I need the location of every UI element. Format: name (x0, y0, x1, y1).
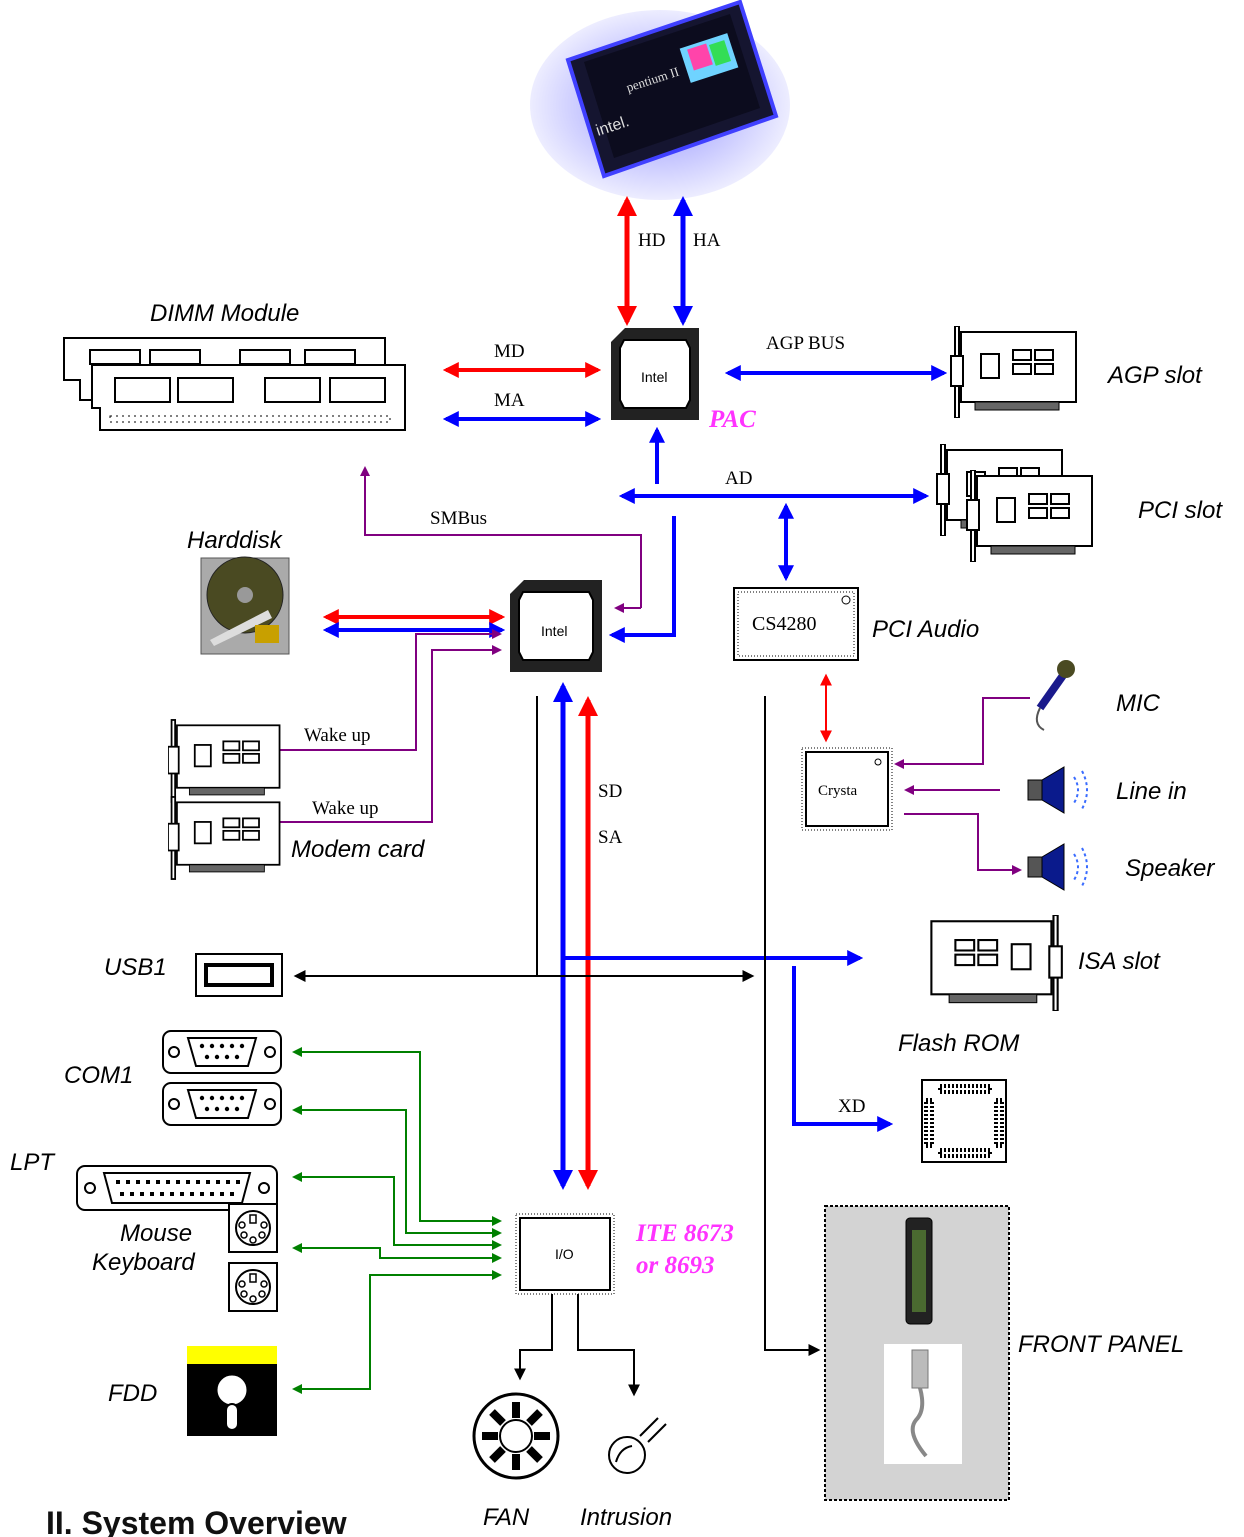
pac-chip-text: Intel (641, 369, 667, 385)
mouse-label: Mouse (120, 1220, 192, 1247)
dimm-module (63, 337, 406, 431)
lpt-label: LPT (10, 1149, 56, 1176)
mouse-ps2-port (228, 1203, 278, 1253)
wake-up-label-2: Wake up (312, 798, 379, 819)
pci-card-front (966, 470, 1094, 562)
ma-bus-label: MA (494, 390, 525, 411)
cpu-pentium-ii: pentium II intel. (530, 0, 790, 200)
pci-audio-chip: CS4280 (733, 587, 859, 661)
io-label-line2: or 8693 (636, 1252, 714, 1279)
com1-port-b (162, 1082, 282, 1126)
smbus-label: SMBus (430, 508, 487, 529)
io-chip-text: I/O (555, 1246, 574, 1262)
intrusion-label: Intrusion (580, 1504, 672, 1531)
usb1-label: USB1 (104, 954, 167, 981)
ad-bus-label: AD (725, 468, 752, 489)
keyboard-label: Keyboard (92, 1249, 195, 1276)
pci-slot-label: PCI slot (1138, 497, 1223, 524)
mic-label: MIC (1116, 690, 1161, 717)
usb1-port (195, 953, 283, 997)
pci-audio-chip-text: CS4280 (752, 613, 816, 635)
fan-label: FAN (483, 1504, 530, 1531)
harddisk-label: Harddisk (187, 527, 284, 554)
pci-audio-label: PCI Audio (872, 616, 979, 643)
pac-chip: Intel (611, 328, 699, 420)
south-bridge-chip: Intel (510, 580, 602, 672)
isa-slot-label: ISA slot (1078, 948, 1161, 975)
agp-card (950, 326, 1078, 418)
com1-port-a (162, 1030, 282, 1074)
md-bus-label: MD (494, 341, 525, 362)
com1-label: COM1 (64, 1062, 133, 1089)
ha-bus-label: HA (693, 230, 721, 251)
agp-slot-label: AGP slot (1106, 362, 1203, 389)
flash-rom-chip (921, 1079, 1007, 1163)
crystal-codec-text: Crysta (818, 783, 858, 799)
fdd-label: FDD (108, 1380, 157, 1407)
lpt-port (76, 1165, 278, 1211)
front-panel (824, 1205, 1010, 1501)
flash-rom-label: Flash ROM (898, 1030, 1019, 1057)
pac-label: PAC (708, 406, 756, 433)
agp-bus-label: AGP BUS (766, 333, 845, 354)
io-chip: I/O (515, 1213, 615, 1295)
line-in-speaker-icon (1027, 766, 1088, 814)
front-panel-label: FRONT PANEL (1018, 1331, 1184, 1358)
sa-bus-label: SA (598, 827, 623, 848)
lan-card (168, 719, 281, 803)
dimm-label: DIMM Module (150, 300, 299, 327)
crystal-codec-chip: Crysta (801, 747, 893, 831)
speaker-icon (1027, 843, 1088, 891)
fdd-icon (187, 1346, 277, 1436)
intrusion-icon (608, 1417, 667, 1474)
hd-bus-label: HD (638, 230, 665, 251)
line-in-label: Line in (1116, 778, 1187, 805)
wake-up-label-1: Wake up (304, 725, 371, 746)
south-bridge-text: Intel (541, 623, 567, 639)
harddisk-image (200, 556, 290, 655)
speaker-label: Speaker (1125, 855, 1215, 882)
fan-icon (472, 1392, 560, 1480)
modem-card (168, 796, 281, 880)
io-label-line1: ITE 8673 (635, 1220, 734, 1247)
sd-bus-label: SD (598, 781, 622, 802)
page-title: II. System Overview (46, 1505, 347, 1537)
isa-card (930, 915, 1063, 1011)
xd-bus-label: XD (838, 1096, 865, 1117)
modem-card-label: Modem card (291, 836, 425, 863)
mic-icon (1035, 660, 1075, 731)
keyboard-ps2-port (228, 1262, 278, 1312)
